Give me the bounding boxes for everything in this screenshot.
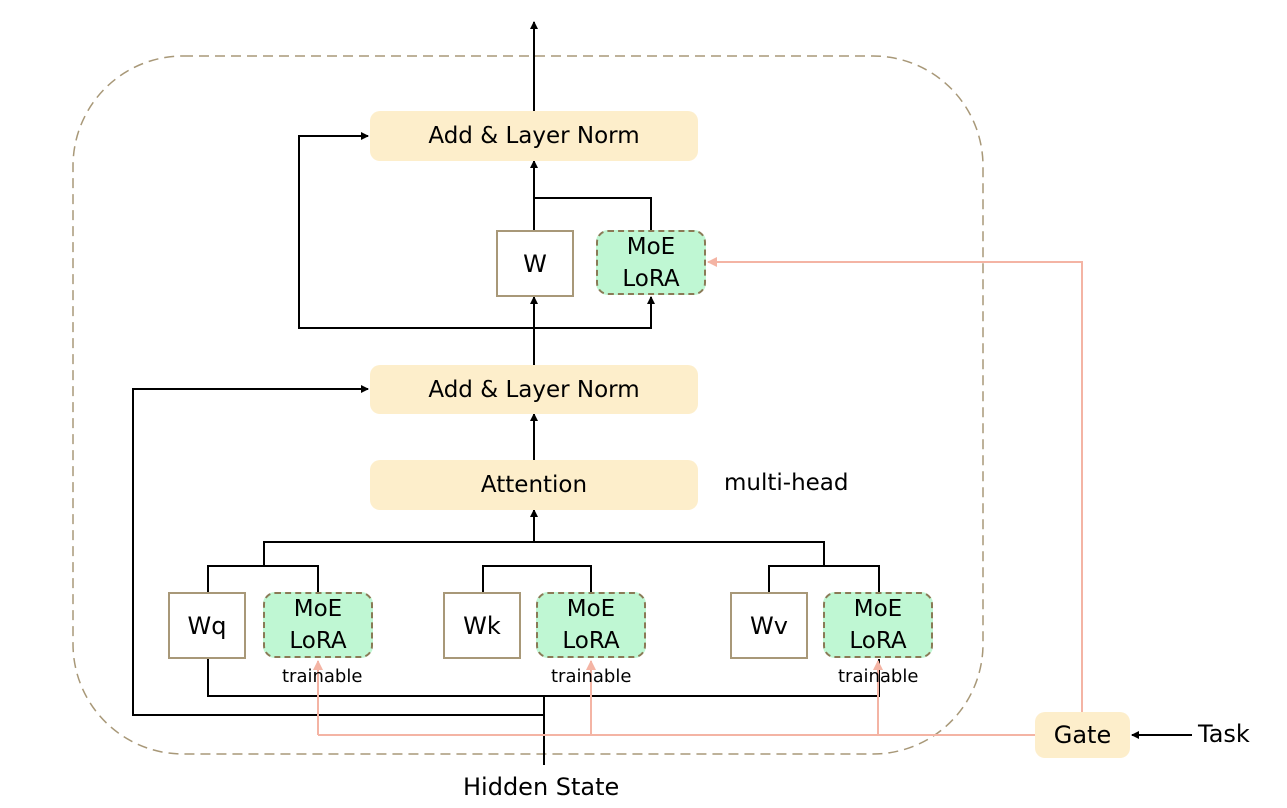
weight-wk-label: Wk [463, 611, 501, 640]
weight-wk: Wk [443, 592, 521, 659]
hidden-state-label: Hidden State [463, 773, 620, 801]
gate-label: Gate [1053, 721, 1112, 749]
moe-lora-q: MoE LoRA [263, 592, 373, 658]
add-layer-norm-mid: Add & Layer Norm [370, 365, 698, 414]
k-join-line [482, 565, 592, 593]
moe-lora-k-line1: MoE [566, 596, 616, 622]
moe-lora-v: MoE LoRA [823, 592, 933, 658]
moe-lora-k: MoE LoRA [536, 592, 646, 658]
multi-head-note: multi-head [724, 470, 849, 496]
transformer-block-container [72, 55, 984, 755]
moe-lora-ffn-line2: LoRA [622, 265, 680, 292]
weight-wq: Wq [168, 592, 246, 659]
weight-w-label: W [523, 249, 547, 278]
gate-block: Gate [1035, 712, 1130, 758]
gate-to-moe-ffn-arrow [707, 257, 1083, 713]
attention-label: Attention [480, 472, 588, 498]
weight-wq-label: Wq [187, 611, 227, 640]
norm-to-moe-arrow [534, 296, 655, 329]
weight-wv: Wv [730, 592, 808, 659]
moe-lora-v-line2: LoRA [849, 628, 907, 654]
qkv-join-line [263, 541, 825, 566]
v-join-line [768, 565, 880, 593]
weight-wv-label: Wv [750, 611, 788, 640]
weight-w: W [496, 230, 574, 297]
task-label: Task [1198, 720, 1250, 748]
moe-lora-ffn: MoE LoRA [596, 230, 706, 295]
moe-lora-k-line2: LoRA [562, 628, 620, 654]
trainable-label-k: trainable [551, 666, 632, 687]
q-join-line [207, 565, 319, 593]
moe-lora-ffn-line1: MoE [626, 233, 676, 260]
trainable-label-q: trainable [282, 666, 363, 687]
add-layer-norm-top-label: Add & Layer Norm [428, 123, 640, 149]
moe-ffn-join-line [534, 197, 652, 230]
moe-lora-q-line2: LoRA [289, 628, 347, 654]
attention-block: Attention [370, 460, 698, 510]
add-layer-norm-top: Add & Layer Norm [370, 111, 698, 161]
residual-ffn-arrow [298, 132, 534, 329]
add-layer-norm-mid-label: Add & Layer Norm [428, 376, 640, 403]
moe-lora-v-line1: MoE [853, 596, 903, 622]
trainable-label-v: trainable [838, 666, 919, 687]
residual-attention-arrow [132, 385, 544, 716]
moe-lora-q-line1: MoE [293, 596, 343, 622]
